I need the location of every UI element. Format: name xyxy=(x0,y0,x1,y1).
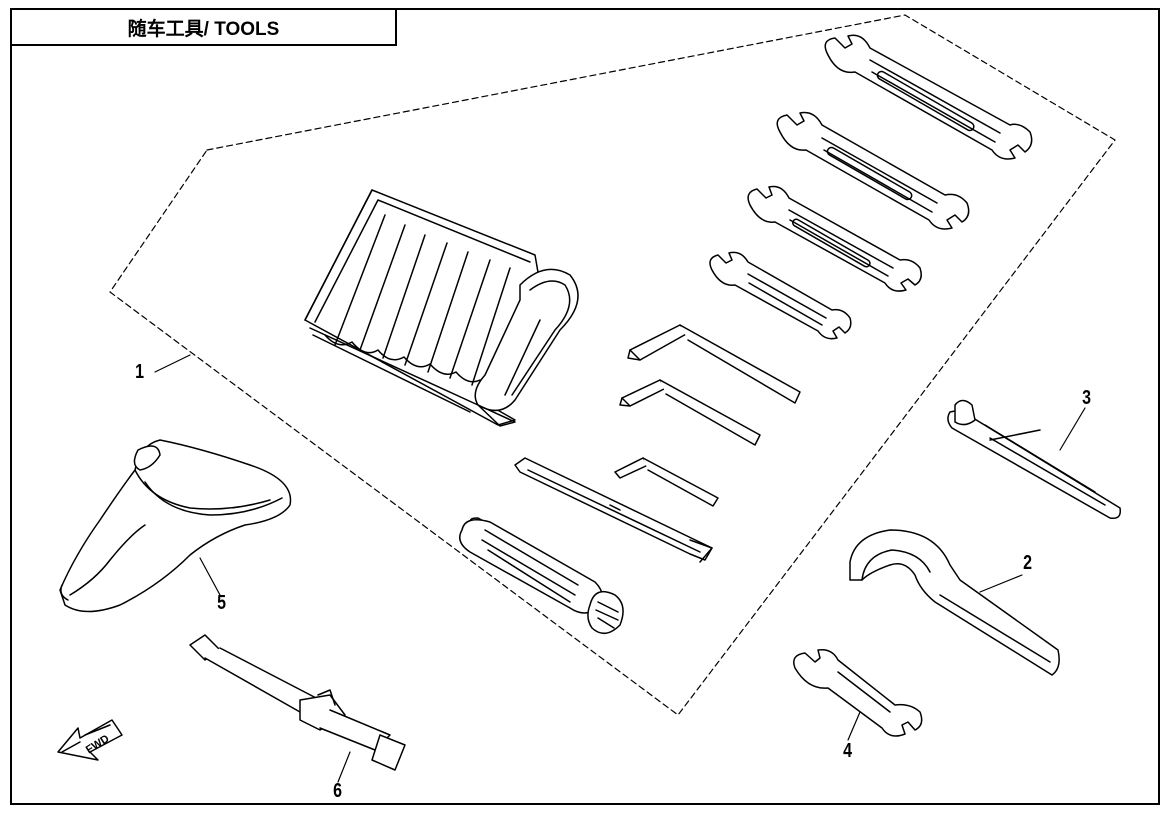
funnel-cover xyxy=(59,439,292,613)
leader-5 xyxy=(199,557,221,596)
leader-6 xyxy=(337,751,351,783)
leader-1 xyxy=(154,354,191,373)
page-title: 随车工具/ TOOLS xyxy=(10,8,397,46)
socket-bar xyxy=(189,634,406,771)
hex-key-medium xyxy=(619,379,761,446)
callout-1: 1 xyxy=(135,361,145,383)
callout-4: 4 xyxy=(843,740,853,762)
small-wrench xyxy=(793,648,923,737)
wrench-3 xyxy=(747,185,922,292)
tool-kit-boundary xyxy=(109,14,1116,716)
wrench-4 xyxy=(709,251,852,340)
callout-3: 3 xyxy=(1082,387,1092,409)
pen-tool xyxy=(947,399,1122,520)
drawing-frame xyxy=(10,8,1160,805)
wrench-1 xyxy=(824,34,1033,160)
callout-6: 6 xyxy=(333,780,343,802)
leader-3 xyxy=(1059,407,1086,451)
screwdriver-shaft xyxy=(514,457,713,563)
callout-2: 2 xyxy=(1023,552,1033,574)
screwdriver-handle xyxy=(459,517,624,634)
tool-roll-pouch xyxy=(304,189,579,427)
hex-key-large xyxy=(627,324,801,404)
hex-key-small xyxy=(614,457,719,507)
callout-5: 5 xyxy=(217,592,227,614)
wrench-2 xyxy=(776,111,970,230)
leader-2 xyxy=(979,574,1023,593)
leader-4 xyxy=(847,711,861,741)
fwd-arrow-icon xyxy=(57,719,123,761)
hook-spanner xyxy=(849,529,1060,676)
